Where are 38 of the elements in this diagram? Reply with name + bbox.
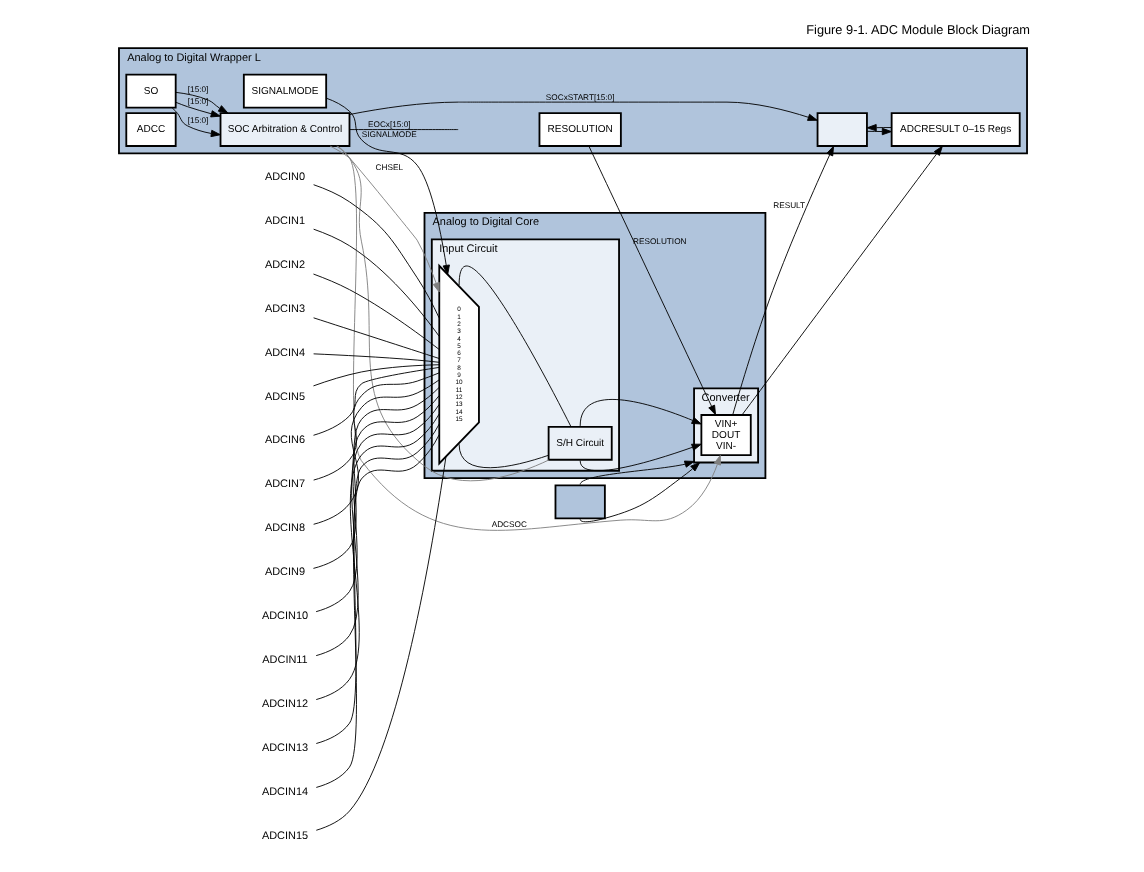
node-box (553, 484, 605, 520)
connector (348, 129, 458, 130)
arrow (174, 91, 228, 114)
arrow (328, 145, 439, 293)
connector (314, 434, 439, 788)
arrow (174, 101, 220, 118)
arrow (336, 145, 720, 531)
connector (314, 456, 446, 831)
connector (457, 265, 571, 428)
arrow (865, 124, 891, 132)
connector (312, 228, 439, 337)
connector (312, 366, 439, 436)
arrow (578, 460, 694, 485)
connector (314, 423, 439, 744)
connector (314, 413, 439, 700)
arrow (170, 107, 220, 138)
node-box (815, 112, 867, 147)
connector (312, 317, 439, 359)
arrow (578, 399, 701, 427)
arrow (578, 443, 701, 472)
connector (312, 379, 439, 525)
arrow (731, 145, 834, 416)
connector (335, 145, 549, 482)
connector (312, 364, 439, 387)
connector (312, 372, 439, 481)
connector (457, 443, 548, 469)
connector (312, 184, 439, 319)
arrow (578, 462, 700, 523)
connector (314, 395, 439, 613)
arrow (587, 145, 716, 416)
arrow (740, 145, 942, 416)
arrow (865, 127, 891, 136)
connector (314, 403, 439, 657)
connector (312, 353, 439, 363)
connector (311, 387, 439, 569)
arrow (324, 97, 449, 275)
arrow (348, 101, 817, 121)
connector (312, 273, 439, 350)
